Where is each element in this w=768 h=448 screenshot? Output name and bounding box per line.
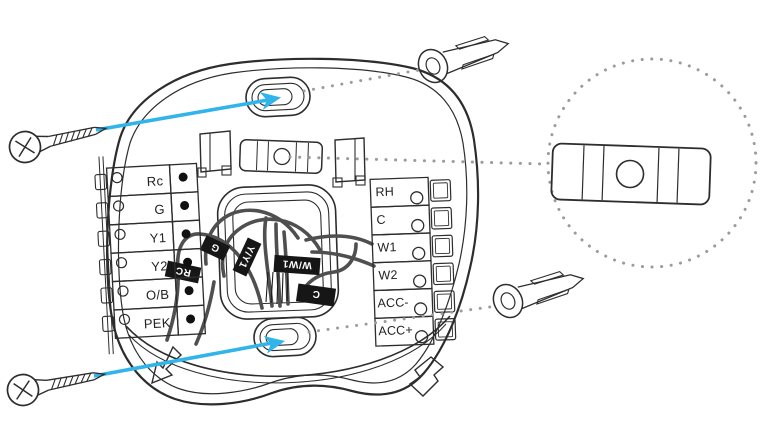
wire-tag-g: G	[199, 235, 231, 261]
terminal-screw-hole	[111, 172, 123, 184]
top-hole-outer	[245, 76, 311, 118]
terminal-row-rh: RH	[369, 176, 452, 208]
terminal-screw-hole	[412, 246, 426, 261]
terminal-screw-hole	[413, 302, 428, 316]
wire-clip-left	[197, 130, 232, 178]
level-body	[238, 139, 324, 174]
terminal-label: ACC+	[378, 323, 413, 338]
terminal-screw-hole	[413, 274, 427, 288]
backplate-outline	[106, 57, 480, 406]
terminal-label: W2	[378, 268, 398, 283]
corner-arrow-bottom-right	[408, 356, 445, 397]
wire-tag-rc-label: RC	[174, 264, 192, 278]
terminal-pin	[186, 314, 196, 324]
screw-icon-bottom	[6, 372, 107, 407]
terminal-label: O/B	[146, 287, 170, 303]
terminal-row-w2: W2	[372, 260, 455, 292]
terminal-screw-hole	[411, 218, 425, 233]
terminal-screw-hole	[410, 191, 424, 205]
wire-tag-w-label: W/W1	[282, 257, 312, 270]
terminal-pin	[178, 172, 188, 182]
wire-tag-w: W/W1	[273, 254, 321, 276]
terminal-pin	[183, 257, 193, 267]
wire-tag-c-label: C	[312, 288, 321, 300]
level-bubble	[273, 147, 291, 166]
anchor-icon-right	[492, 270, 585, 319]
terminal-screw-hole	[115, 257, 128, 269]
top-hole-slot	[257, 88, 293, 107]
terminal-label: Y2	[151, 258, 168, 274]
leader-level-to-callout	[288, 155, 546, 166]
terminal-screw-hole	[117, 285, 129, 297]
terminal-label: RH	[375, 185, 394, 200]
callout-circle	[546, 57, 758, 269]
wire-clip-right	[332, 137, 366, 188]
anchor-icon-top	[417, 35, 510, 84]
arrowhead	[263, 335, 285, 354]
terminal-label: G	[154, 202, 165, 218]
terminal-row-y2: Y2	[98, 247, 204, 283]
wire-tag-y: Y/Y1	[232, 237, 262, 277]
terminal-label: W1	[377, 240, 397, 255]
top-mounting-hole	[245, 76, 311, 118]
screw-icon-top	[8, 126, 108, 164]
leader-bottom-hole-to-anchor	[307, 305, 492, 334]
terminal-label: ACC-	[377, 295, 409, 310]
terminal-label: Rc	[146, 173, 163, 189]
terminal-row-pek: PEK	[101, 304, 207, 340]
right-terminal-block: RH C W1 W2 ACC-	[369, 176, 457, 347]
terminal-pin	[181, 229, 191, 239]
terminal-screw-hole	[414, 330, 429, 344]
terminal-label: PEK	[143, 315, 171, 331]
bottom-hole-outer	[253, 316, 317, 358]
backplate	[106, 57, 480, 406]
terminal-label: C	[376, 213, 386, 227]
corner-arrow-bottom-left	[151, 345, 183, 385]
terminal-row-ob: O/B	[100, 276, 205, 311]
screw-guide-bottom	[93, 335, 285, 378]
level-detail-body	[550, 142, 712, 206]
wire-strands	[265, 271, 289, 305]
bottom-mounting-hole	[253, 316, 317, 358]
backplate-lower-contour-inner	[128, 323, 447, 384]
terminal-screw-hole	[112, 200, 125, 212]
terminal-pin	[180, 201, 190, 211]
backplate-lower-contour	[125, 315, 451, 377]
terminal-screw-hole	[118, 313, 131, 326]
terminal-row-c: C	[370, 204, 453, 236]
terminal-pin	[184, 286, 194, 296]
left-terminal-block: Rc G Y1 Y2	[94, 156, 207, 355]
terminal-label: Y1	[149, 230, 166, 246]
level-callout	[546, 57, 758, 269]
bottom-hole-mid	[259, 322, 311, 352]
arrowhead	[259, 92, 281, 110]
level-detail-bubble	[615, 159, 645, 189]
wire-tag-rc: RC	[164, 260, 202, 284]
bubble-level-detail	[550, 142, 712, 206]
terminal-screw-hole	[114, 228, 126, 240]
screw-guide-top	[95, 92, 281, 132]
backplate-inner-rim	[117, 67, 468, 395]
leader-top-hole-to-anchor	[302, 68, 421, 93]
wire-tag-c: C	[295, 283, 337, 307]
top-hole-mid	[251, 82, 305, 112]
terminal-row-acc-plus: ACC+	[374, 315, 457, 347]
terminal-row-w1: W1	[371, 232, 454, 264]
